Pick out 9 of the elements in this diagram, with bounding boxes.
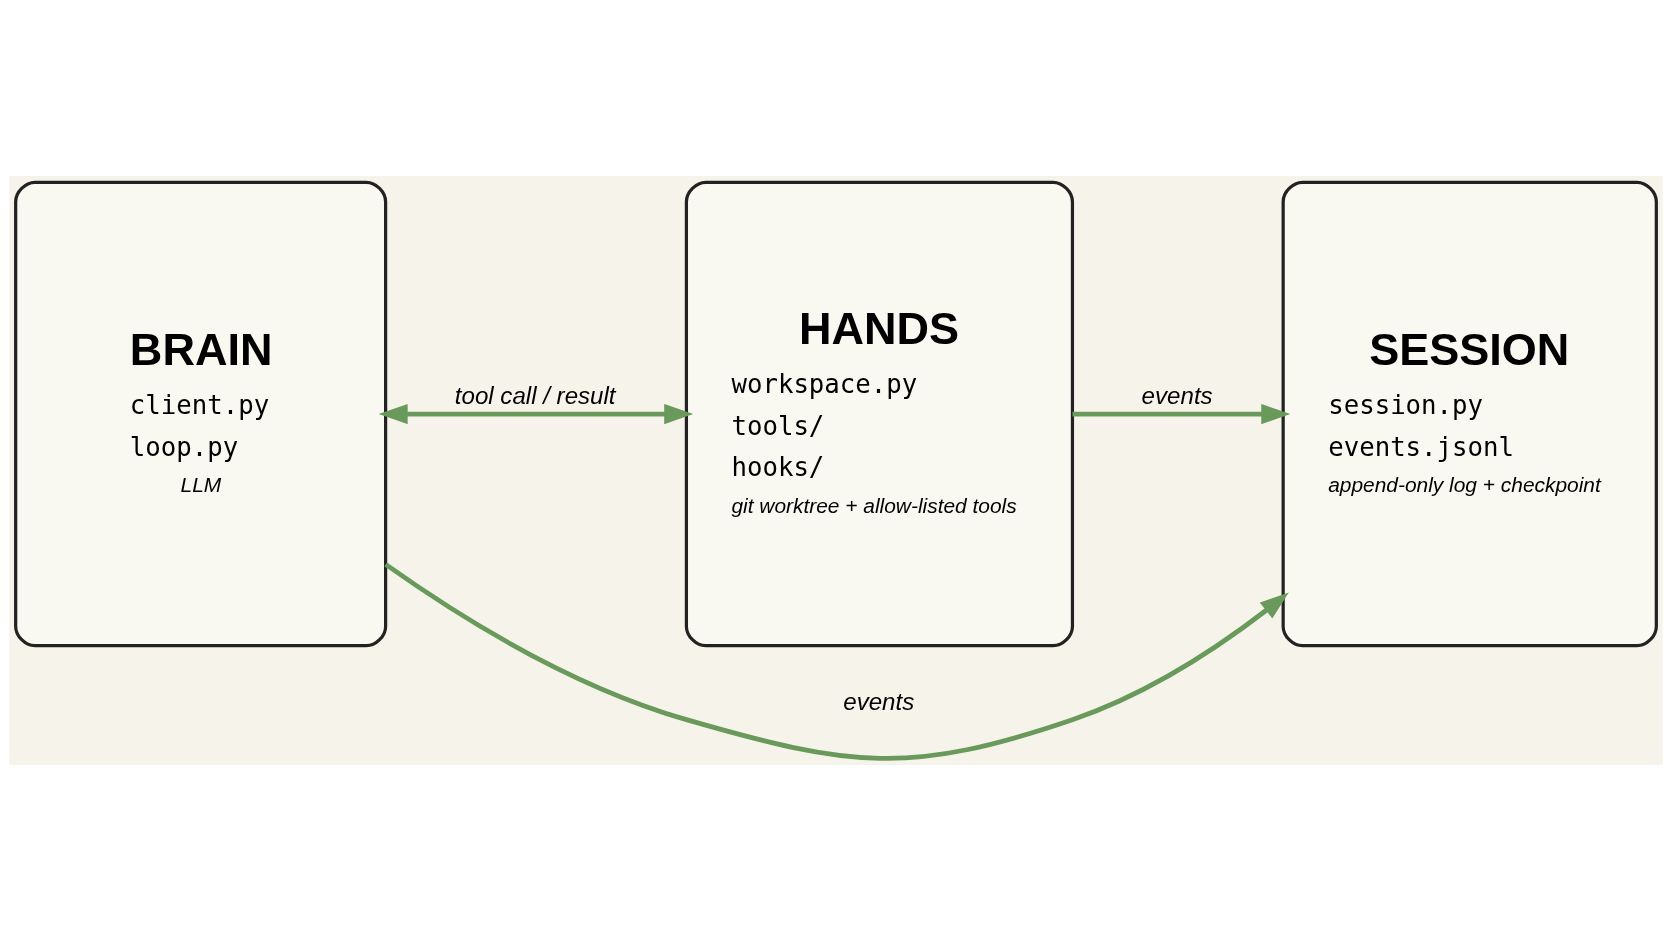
arrow — [384, 562, 1289, 761]
arrow — [378, 403, 694, 425]
arrow — [1072, 403, 1291, 425]
edge-label: events — [843, 688, 915, 716]
node-box: SESSION session.py events.jsonl append-only log + checkpoint — [1281, 180, 1658, 648]
edge-label: tool call / result — [454, 382, 616, 410]
node-box: HANDS workspace.py tools/ hooks/ git worktree + allow-listed tools — [684, 180, 1075, 648]
edge-label: events — [1141, 382, 1213, 410]
node-box: BRAIN client.py loop.py LLM — [14, 180, 388, 648]
